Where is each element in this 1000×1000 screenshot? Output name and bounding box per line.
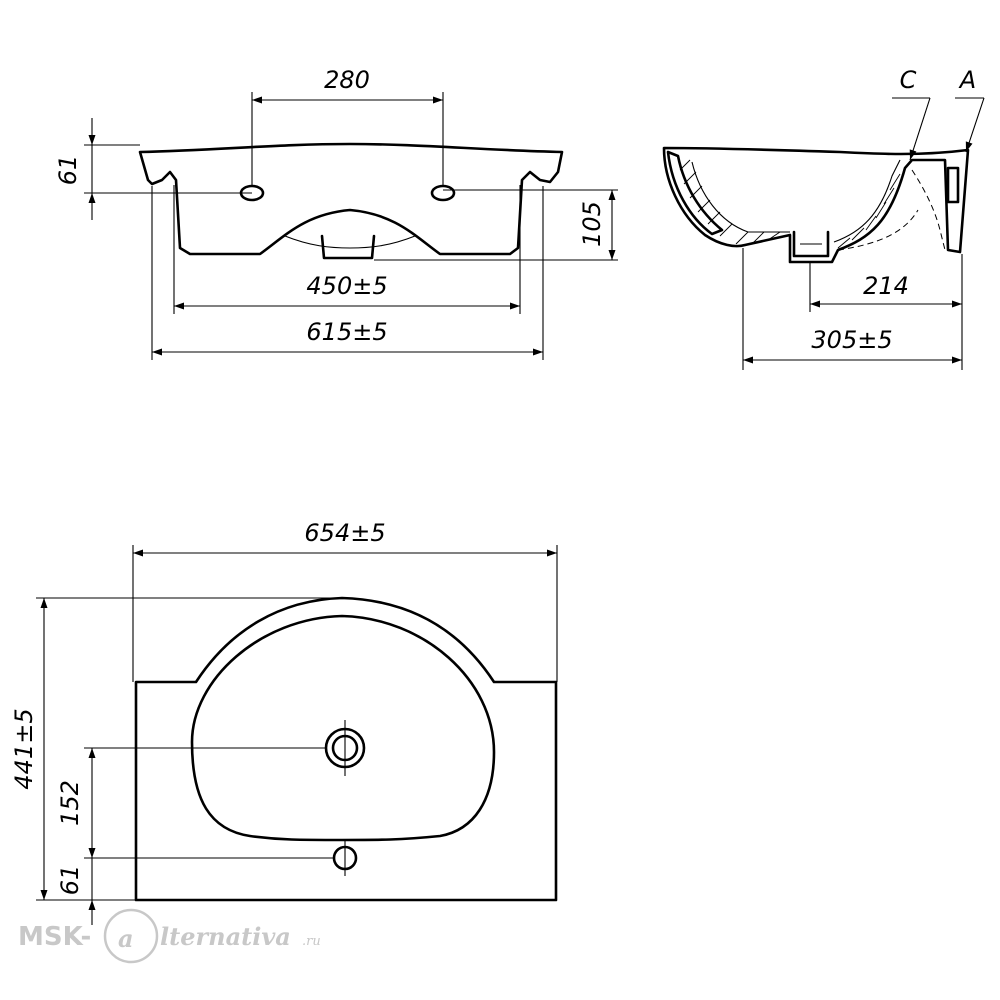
side-view: C A 214 305±5 [662,66,985,370]
watermark-suffix: lternativa [160,922,291,951]
side-view-hidden-lines [911,169,946,251]
dim-label-280: 280 [324,66,370,94]
side-view-inner-bowl [691,161,790,233]
front-view: 280 61 105 450±5 615±5 [54,66,618,360]
watermark-domain: .ru [302,934,321,949]
watermark-logo: MSK- a lternativa .ru [18,908,321,964]
callout-c-label: C [900,66,917,94]
dim-label-152: 152 [56,780,84,826]
dim-label-654: 654±5 [304,519,385,547]
dim-label-61-front: 61 [54,155,82,186]
callout-a-label: A [958,66,976,94]
side-view-drain [792,230,830,258]
front-view-drain [320,234,376,260]
front-view-right-hole [430,184,456,202]
dim-label-450: 450±5 [306,272,387,300]
dim-label-105: 105 [578,201,606,247]
dim-label-441: 441±5 [10,708,38,789]
front-view-bowl-line [284,235,416,249]
top-view-outer-outline [134,596,558,902]
front-view-basin-outline [138,142,564,256]
top-view: 654±5 441±5 152 61 [10,519,558,925]
side-view-rear-lug [946,166,960,204]
side-view-hatching [679,159,901,249]
side-view-outer-outline [662,146,970,264]
top-view-basin-outline [190,614,496,842]
dim-label-305: 305±5 [811,326,892,354]
svg-text:a: a [118,924,134,953]
dim-label-61-top: 61 [56,865,84,896]
side-view-overflow-channel [666,150,724,236]
dim-label-214: 214 [863,272,909,300]
watermark-prefix: MSK- [18,922,91,952]
watermark-at-icon [103,908,159,964]
dim-label-615: 615±5 [306,318,387,346]
